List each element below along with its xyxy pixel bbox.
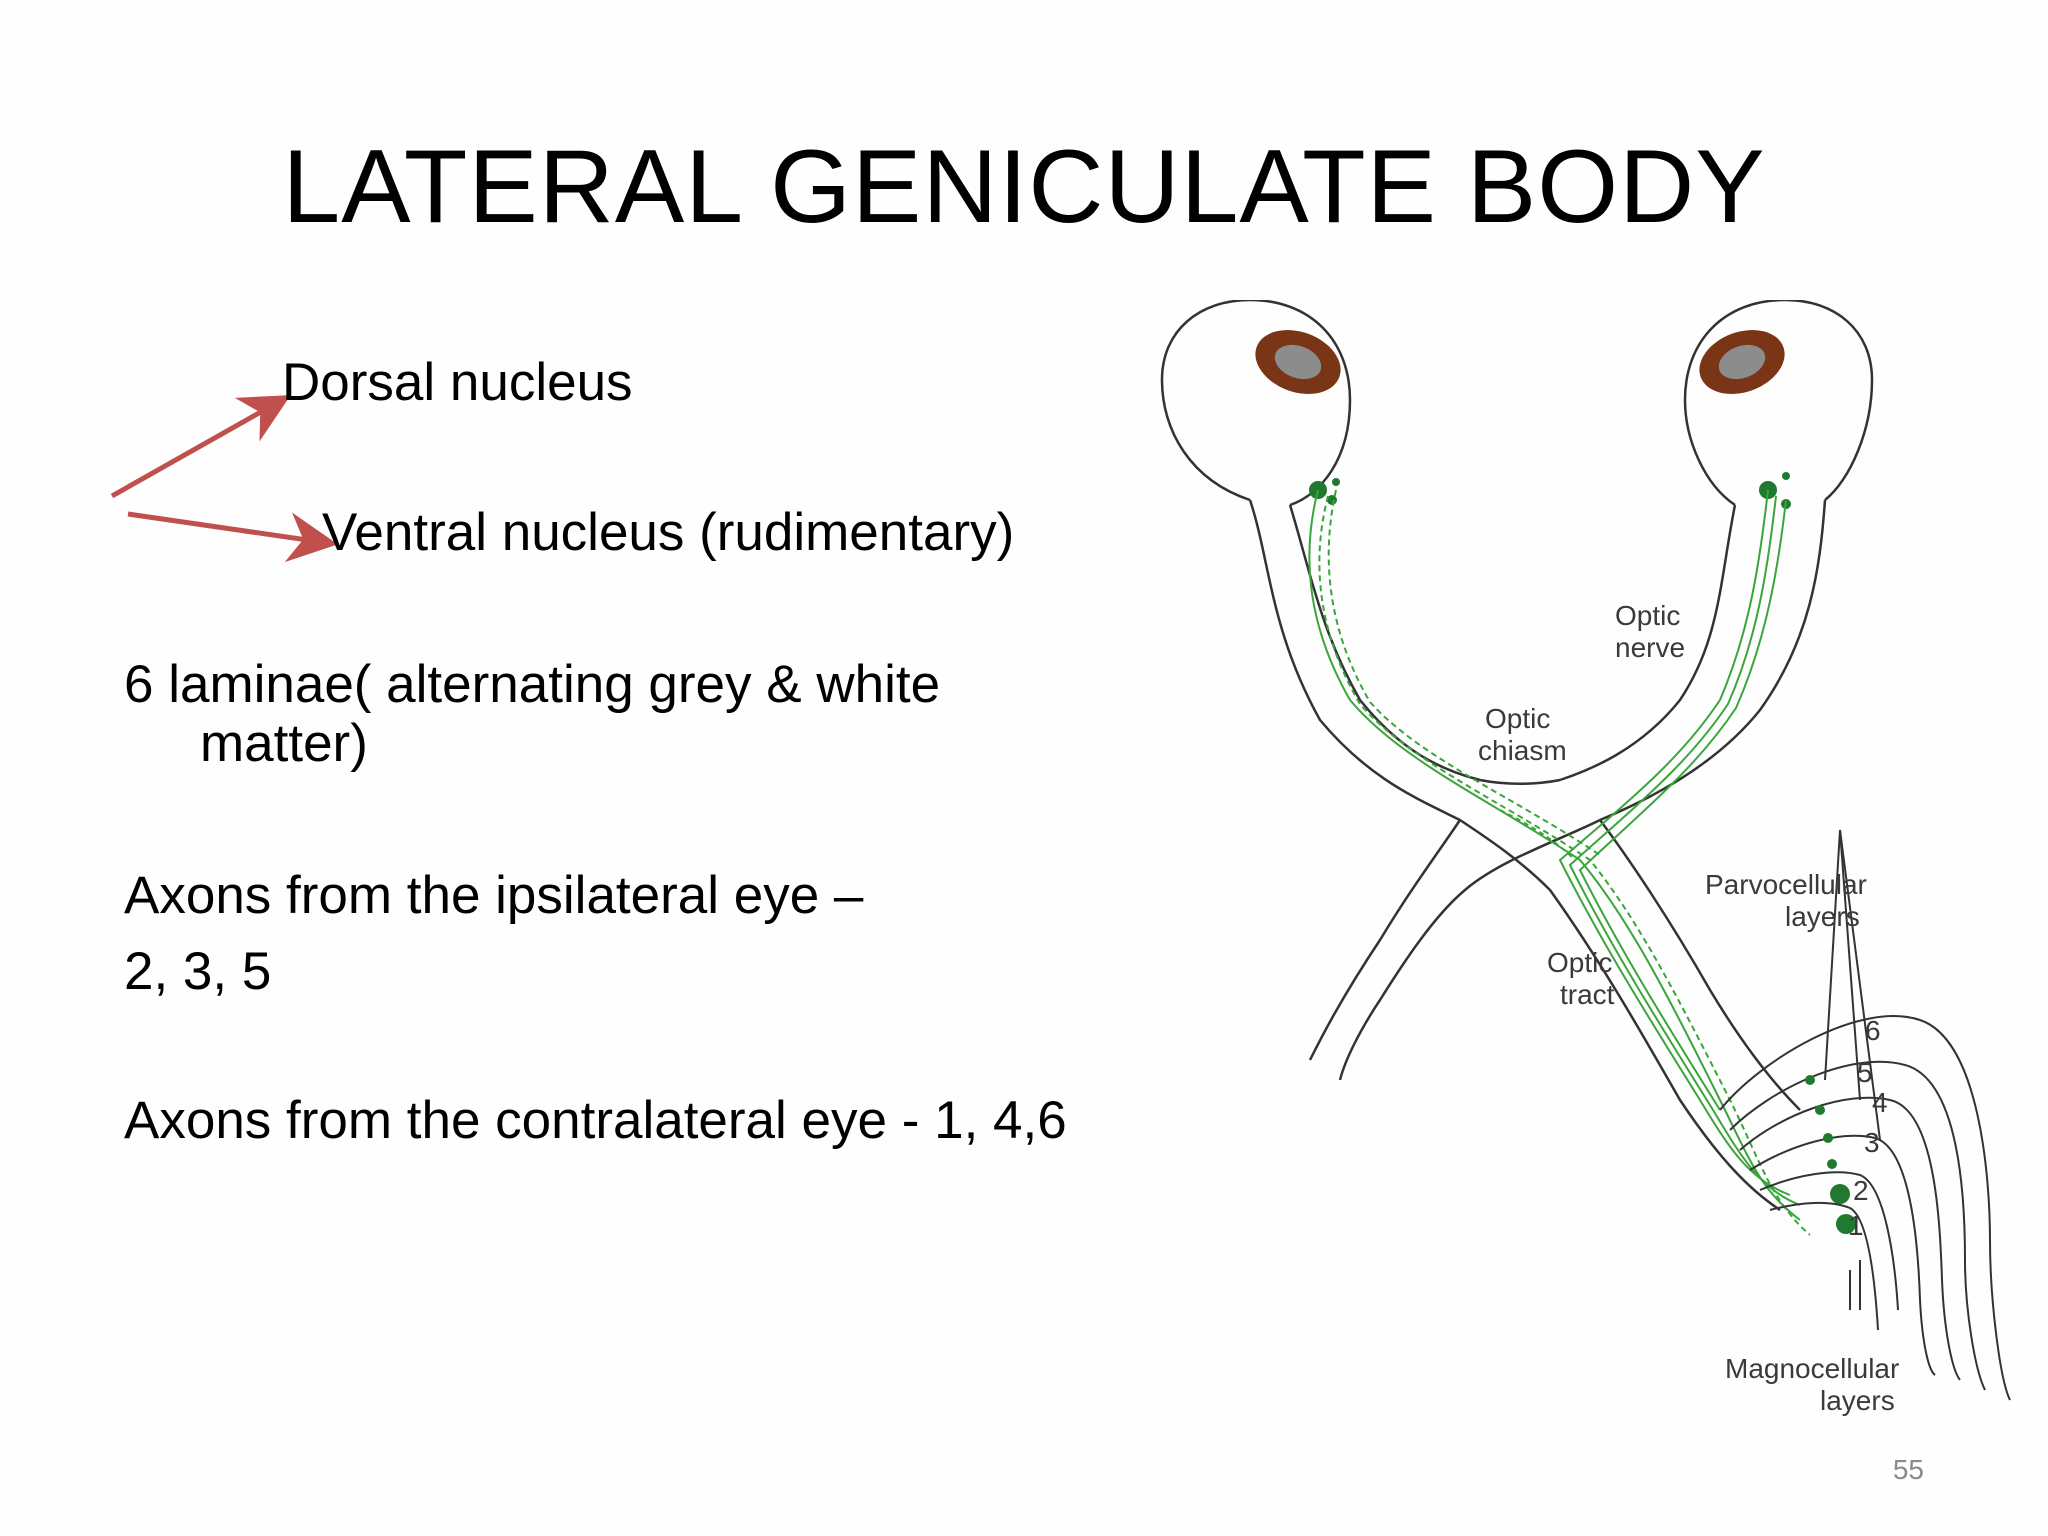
parvo-pointers [1824, 829, 1881, 1310]
arrow-to-dorsal [110, 395, 291, 499]
left-pupil [1274, 344, 1322, 380]
slide-title: LATERAL GENICULATE BODY [282, 129, 1766, 245]
lgn-cell [1815, 1105, 1825, 1115]
layer-number: 1 [1848, 1210, 1864, 1241]
magnocellular-label: Magnocellular [1725, 1353, 1899, 1384]
optic-tract-label: Optic [1547, 947, 1612, 978]
lgn-cell [1823, 1133, 1833, 1143]
laminae-text-line1: 6 laminae( alternating grey & white [124, 655, 941, 714]
left-eye [1160, 300, 1352, 507]
optic-chiasm-label: Optic [1485, 703, 1550, 734]
magnocellular-label: layers [1820, 1385, 1895, 1416]
laminae-text-line2: matter) [200, 714, 368, 773]
optic-tract-label: tract [1560, 979, 1615, 1010]
parvocellular-label: layers [1785, 901, 1860, 932]
layer-number: 6 [1865, 1015, 1881, 1046]
lgn-cell [1827, 1159, 1837, 1169]
lgn-layers [1719, 1015, 2011, 1401]
lgn-cells [1805, 1075, 1856, 1234]
arrow-to-ventral [127, 511, 338, 563]
lgn-cell [1805, 1075, 1815, 1085]
optic-chiasm-label: chiasm [1478, 735, 1567, 766]
layer-number: 2 [1853, 1175, 1869, 1206]
optic-nerve-label: Optic [1615, 600, 1680, 631]
lgn-cell [1830, 1184, 1850, 1204]
optic-nerve-label: nerve [1615, 632, 1685, 663]
parvocellular-label: Parvocellular [1705, 869, 1867, 900]
ipsilateral-text-line2: 2, 3, 5 [124, 942, 272, 1001]
ventral-nucleus-text: Ventral nucleus (rudimentary) [322, 503, 1015, 562]
right-retina-cell [1782, 472, 1790, 480]
lgn-cell [1836, 1214, 1856, 1234]
left-retina-cell [1332, 478, 1340, 486]
layer-number: 3 [1864, 1127, 1880, 1158]
right-eye [1683, 300, 1874, 509]
optic-fibres [1308, 489, 1811, 1236]
dorsal-nucleus-text: Dorsal nucleus [282, 353, 633, 412]
ipsilateral-text-line1: Axons from the ipsilateral eye – [124, 866, 864, 925]
layer-number: 5 [1857, 1057, 1873, 1088]
visual-pathway-diagram: Optic nerve Optic chiasm Optic tract Par… [1160, 300, 2011, 1416]
layer-number: 4 [1872, 1087, 1888, 1118]
pathway-outline [1248, 499, 1827, 1212]
contralateral-text: Axons from the contralateral eye - 1, 4,… [124, 1091, 1067, 1150]
right-pupil [1718, 344, 1766, 380]
page-number: 55 [1892, 1454, 1924, 1485]
